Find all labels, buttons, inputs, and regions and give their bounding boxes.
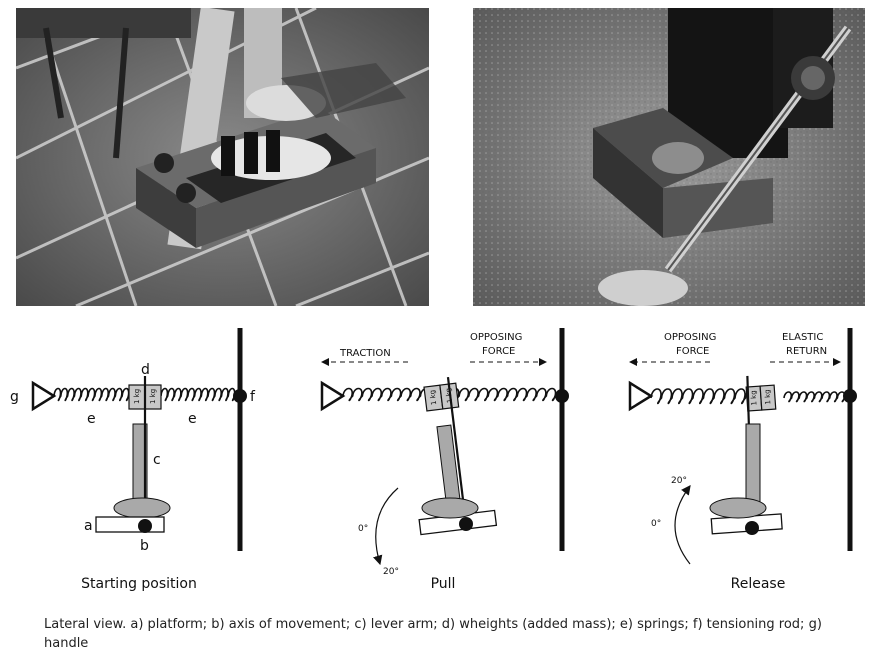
weight-label-right: 1 kg [763,389,772,405]
force-opposing-label-1: OPPOSING [664,332,716,343]
panel-title-starting-position: Starting position [81,576,197,592]
rod-anchor-point [843,389,857,403]
weight-label-left: 1 kg [133,389,141,404]
photo-starting-position [16,8,429,306]
angle-end-label: 20° [383,567,399,577]
label-d: d [141,362,150,378]
handle-triangle [31,380,57,412]
label-g: g [10,389,19,405]
axis-of-movement [459,517,473,531]
weight-right [759,384,777,411]
axis-of-movement [138,519,152,533]
lever-arm [745,423,761,511]
foot-plate [113,497,171,519]
label-c: c [153,452,161,468]
angle-end-label: 0° [651,519,661,529]
lateral-view-diagram: 1 kg 1 kg g d f e e c a b Starting posit… [10,328,857,592]
spring-left [53,387,130,402]
panel-title-release: Release [731,576,786,592]
weight-label-left: 1 kg [749,390,758,406]
foot-plate [421,497,479,519]
force-elastic-label-2: RETURN [786,346,827,357]
panel-release: OPPOSING FORCE ELASTIC RETURN 1 kg 1 kg … [628,328,857,592]
label-e-left: e [87,411,96,427]
photo-with-tensioning-rod [473,8,865,306]
force-opposing-label-1: OPPOSING [470,332,522,343]
figure-caption: Lateral view. a) platform; b) axis of mo… [44,617,822,651]
force-traction-label: TRACTION [339,348,391,359]
angle-start-label: 0° [358,524,368,534]
spring-release-left [650,388,757,405]
panel-title-pull: Pull [431,576,456,592]
panel-pull: TRACTION OPPOSING FORCE 1 kg 1 kg 0° 20°… [320,328,569,592]
spring-release-right [783,391,846,403]
force-opposing-label-2: FORCE [676,346,709,357]
spring-right [160,387,236,402]
label-f: f [250,389,256,405]
weight-label-right: 1 kg [149,389,157,404]
force-opposing-label-2: FORCE [482,346,515,357]
angle-start-label: 20° [671,476,687,486]
rod-anchor-point [555,389,569,403]
label-b: b [140,538,149,554]
panel-starting-position: 1 kg 1 kg g d f e e c a b Starting posit… [10,328,256,592]
photo-left-illustration [16,8,429,306]
label-e-right: e [188,411,197,427]
label-a: a [84,518,93,534]
axis-of-movement [745,521,759,535]
rotation-arrow [373,487,399,566]
platform [95,516,165,533]
photo-right-illustration [473,8,865,306]
rotation-arrow [674,485,691,565]
rod-anchor-point [233,389,247,403]
handle-triangle [320,380,346,412]
weight-label-left: 1 kg [428,389,438,405]
foot-plate [709,497,767,519]
force-elastic-label-1: ELASTIC [782,332,823,343]
handle-triangle [628,380,654,412]
